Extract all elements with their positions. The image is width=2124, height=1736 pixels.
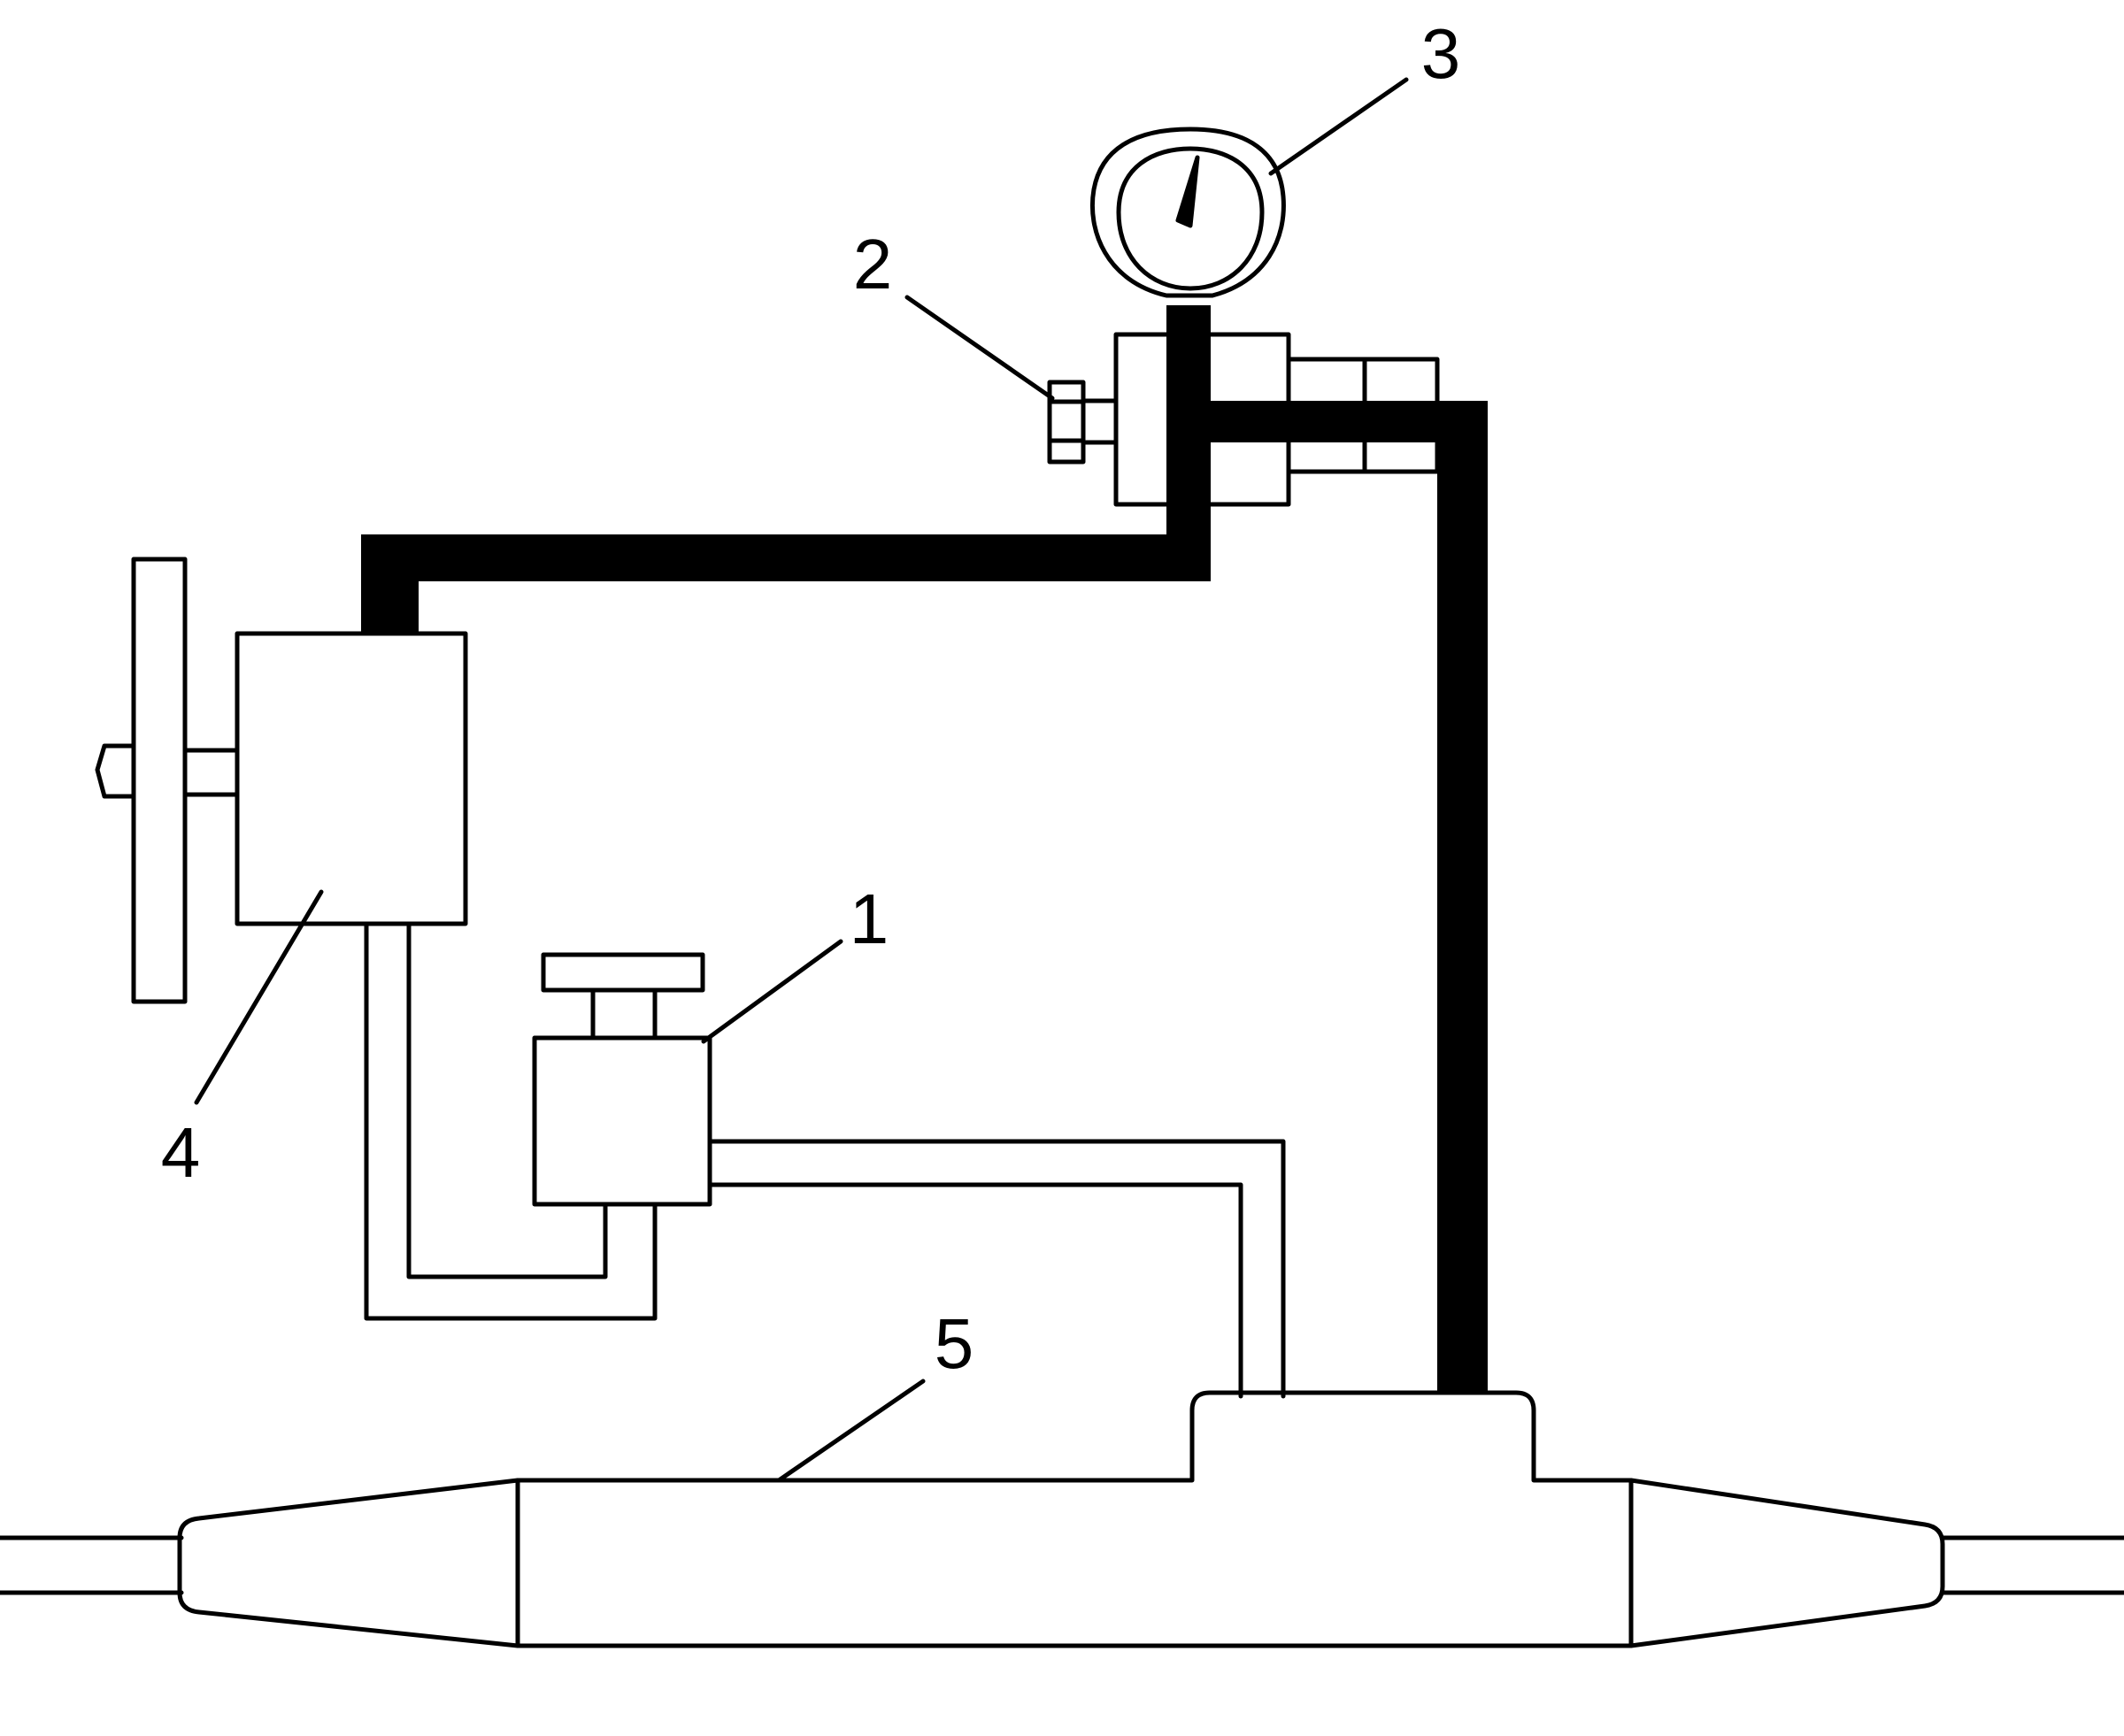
regulator-1	[532, 952, 712, 1207]
gauge-outer-ring	[1089, 127, 1286, 298]
regulator-outlet-inner	[707, 1182, 1243, 1399]
bleed-valve-2	[1047, 380, 1119, 465]
gauge-needle-icon	[1175, 155, 1200, 228]
left-taper	[177, 1478, 520, 1648]
main-vertical-pipe	[1437, 401, 1488, 1393]
right-taper	[1628, 1478, 1945, 1648]
leader-5	[776, 1379, 926, 1483]
handwheel	[131, 557, 188, 1004]
valve-riser-pipe	[361, 534, 419, 634]
leader-3	[1268, 77, 1409, 176]
callout-label-4: 4	[161, 1113, 201, 1192]
regulator-outlet-outer	[707, 1139, 1286, 1399]
regulator-cap	[541, 952, 705, 993]
regulator-body	[532, 1035, 712, 1207]
leader-1	[701, 939, 843, 1044]
bleed-valve-stem	[1081, 398, 1119, 445]
gauge-inner-ring	[1116, 146, 1265, 291]
callout-label-2: 2	[853, 225, 893, 303]
callout-label-5: 5	[935, 1304, 974, 1383]
fitting-body	[515, 1390, 1634, 1648]
bleed-valve-body	[1047, 380, 1086, 465]
callout-label-1: 1	[850, 880, 889, 958]
regulator-neck	[590, 987, 658, 1041]
top-horizontal-pipe	[361, 534, 1211, 581]
valve-4	[95, 557, 468, 1004]
connector-tube-inner	[406, 921, 608, 1279]
leader-lines	[194, 77, 1409, 1483]
leader-4	[194, 889, 324, 1105]
stem-knob	[95, 743, 136, 799]
connector-tube-outer	[364, 921, 658, 1321]
pressure-gauge-3	[1089, 127, 1286, 298]
pipe-fitting-5	[0, 1390, 2124, 1648]
callout-label-3: 3	[1421, 14, 1461, 93]
valve-body	[235, 631, 468, 926]
valve-stem	[182, 748, 240, 797]
leader-2	[904, 295, 1055, 401]
